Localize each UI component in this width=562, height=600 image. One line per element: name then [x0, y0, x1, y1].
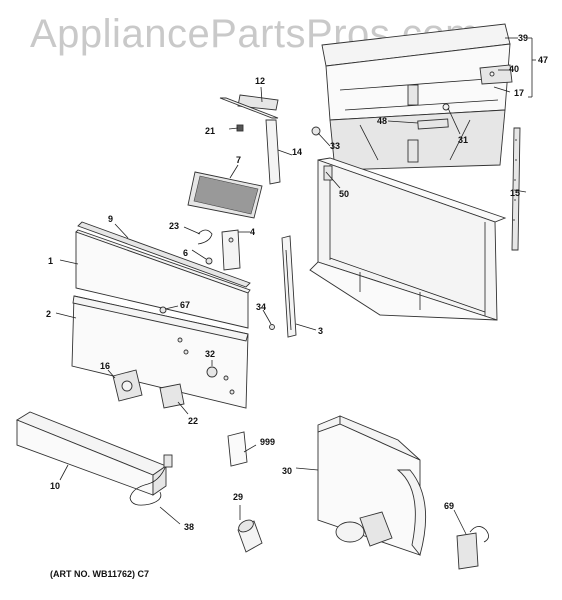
side-rail-3[interactable]: [281, 235, 297, 338]
screw-67[interactable]: [159, 306, 167, 314]
screw-34[interactable]: [269, 324, 275, 330]
capacitor-69[interactable]: [456, 526, 489, 570]
vertical-strip-15[interactable]: [511, 127, 521, 251]
power-cord-38[interactable]: [129, 454, 173, 506]
callout-17: 17: [514, 88, 524, 98]
clip-23[interactable]: [197, 229, 213, 245]
leader-lines: [55, 37, 527, 535]
art-number: (ART NO. WB11762) C7: [50, 569, 150, 579]
bracket-12[interactable]: [237, 94, 279, 111]
callout-40: 40: [509, 64, 519, 74]
grease-filter-7[interactable]: [187, 171, 263, 219]
callout-999: 999: [260, 437, 275, 447]
callout-23: 23: [169, 221, 179, 231]
duct-10[interactable]: [16, 411, 167, 496]
callout-34: 34: [256, 302, 266, 312]
callout-labels: 39 47 40 17 48 31 33 50 15 12 14 21 7 9 …: [46, 33, 548, 532]
trim-strip-9[interactable]: [77, 221, 251, 288]
callout-47: 47: [538, 55, 548, 65]
control-plate-40[interactable]: [479, 64, 513, 85]
callout-1: 1: [48, 256, 53, 266]
callout-12: 12: [255, 76, 265, 86]
callout-30: 30: [282, 466, 292, 476]
bracket-4[interactable]: [221, 229, 241, 271]
callout-16: 16: [100, 361, 110, 371]
callout-29: 29: [233, 492, 243, 502]
callout-6: 6: [183, 248, 188, 258]
callout-9: 9: [108, 214, 113, 224]
front-panel-2[interactable]: [71, 295, 249, 409]
callout-15: 15: [510, 188, 520, 198]
outer-housing-50[interactable]: [309, 157, 507, 321]
group-bracket-47: [528, 37, 536, 98]
callout-7: 7: [236, 155, 241, 165]
screw-31[interactable]: [442, 103, 450, 111]
knob-32[interactable]: [206, 366, 218, 378]
callout-2: 2: [46, 309, 51, 319]
callout-39: 39: [518, 33, 528, 43]
callout-69: 69: [444, 501, 454, 511]
callout-3: 3: [318, 326, 323, 336]
label-999[interactable]: [227, 431, 248, 467]
callout-10: 10: [50, 481, 60, 491]
screw-6[interactable]: [205, 257, 213, 265]
callout-32: 32: [205, 349, 215, 359]
top-housing-assembly[interactable]: [321, 23, 511, 171]
capacitor-29[interactable]: [237, 518, 263, 553]
callout-22: 22: [188, 416, 198, 426]
callout-21: 21: [205, 126, 215, 136]
callout-4: 4: [250, 227, 255, 237]
callout-33: 33: [330, 141, 340, 151]
front-panel-1[interactable]: [75, 229, 251, 329]
callout-50: 50: [339, 189, 349, 199]
callout-67: 67: [180, 300, 190, 310]
callout-14: 14: [292, 147, 302, 157]
blower-assembly-30[interactable]: [317, 415, 427, 556]
support-bracket-14[interactable]: [219, 97, 281, 185]
callout-31: 31: [458, 135, 468, 145]
switch-16[interactable]: [112, 369, 143, 402]
callout-38: 38: [184, 522, 194, 532]
callout-48: 48: [377, 116, 387, 126]
